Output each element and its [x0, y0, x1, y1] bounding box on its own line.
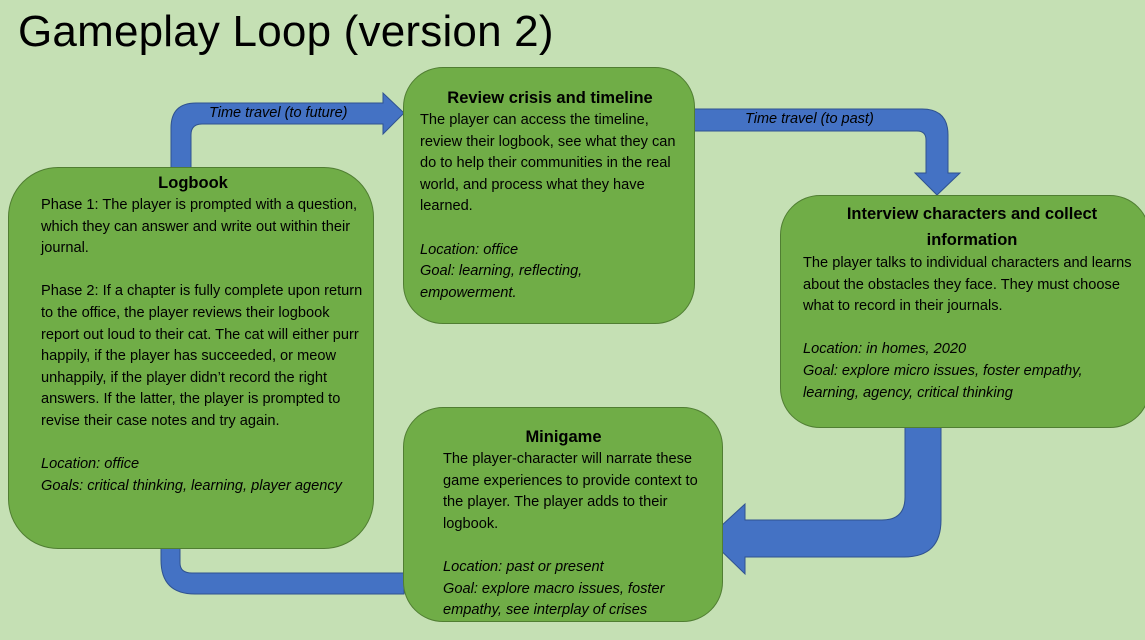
review-crisis-location: Location: office: [420, 241, 519, 258]
arrow-label-to-future: Time travel (to future): [209, 105, 348, 121]
logbook-box: Logbook Phase 1: The player is prompted …: [8, 167, 374, 549]
logbook-goal: Goals: critical thinking, learning, play…: [41, 477, 342, 494]
review-crisis-goal: Goal: learning, reflecting, empowerment.: [420, 263, 583, 301]
review-crisis-heading: Review crisis and timeline: [447, 89, 653, 107]
minigame-heading: Minigame: [525, 428, 602, 446]
minigame-goal: Goal: explore macro issues, foster empat…: [443, 580, 665, 619]
interview-heading: Interview characters and collect informa…: [846, 205, 1098, 249]
interview-goal: Goal: explore micro issues, foster empat…: [803, 362, 1083, 401]
interview-box: Interview characters and collect informa…: [780, 195, 1145, 428]
minigame-body: The player-character will narrate these …: [443, 451, 698, 532]
review-crisis-box: Review crisis and timeline The player ca…: [403, 67, 695, 324]
page-title: Gameplay Loop (version 2): [18, 7, 554, 56]
logbook-location: Location: office: [41, 456, 140, 473]
curved-arrow-down-icon: [693, 108, 962, 196]
review-crisis-body: The player can access the timeline, revi…: [420, 112, 676, 215]
logbook-phase1: Phase 1: The player is prompted with a q…: [41, 197, 358, 257]
curved-arrow-left-icon: [707, 426, 942, 576]
logbook-heading: Logbook: [158, 174, 228, 192]
minigame-location: Location: past or present: [443, 558, 604, 575]
curved-arrow-right-icon: [170, 91, 405, 169]
logbook-phase2: Phase 2: If a chapter is fully complete …: [41, 283, 363, 429]
minigame-box: Minigame The player-character will narra…: [403, 407, 723, 622]
interview-body: The player talks to individual character…: [803, 255, 1132, 315]
arrow-label-to-past: Time travel (to past): [745, 111, 874, 127]
interview-location: Location: in homes, 2020: [803, 341, 967, 358]
